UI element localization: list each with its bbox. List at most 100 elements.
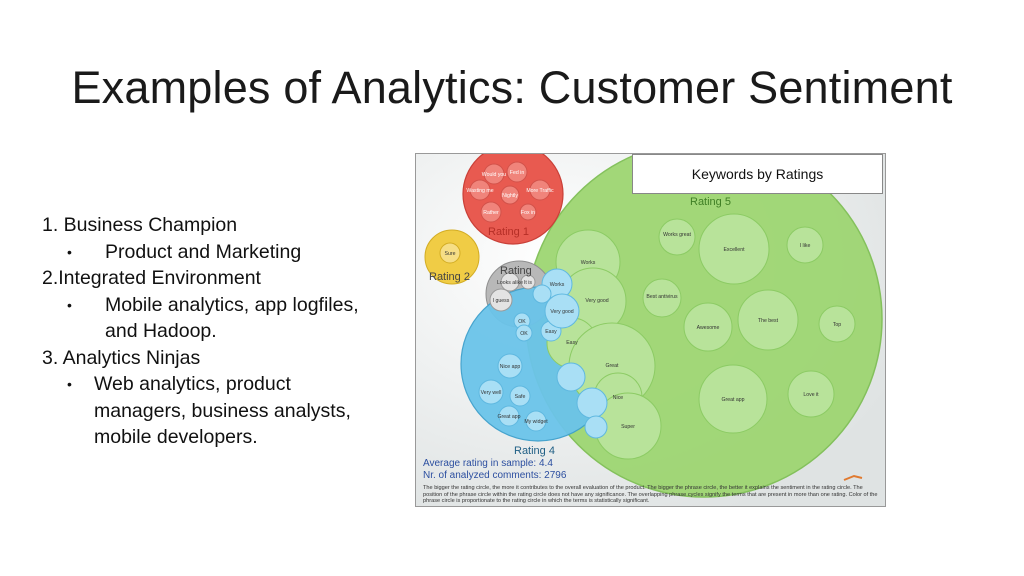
phrase-label: Very good	[550, 309, 573, 315]
phrase-label: Very well	[481, 390, 502, 396]
list-item-3: 3. Analytics Ninjas	[42, 346, 201, 369]
phrase-label: Best antivirus	[646, 294, 678, 300]
phrase-label: Top	[833, 322, 841, 328]
phrase-circle-i-guess	[489, 288, 513, 312]
phrase-label: Great	[606, 363, 620, 369]
phrase-label: Fox in	[521, 210, 535, 216]
slide-title: Examples of Analytics: Customer Sentimen…	[71, 62, 953, 113]
phrase-circle-great-app-4	[498, 405, 520, 427]
phrase-label: Wasting me	[466, 188, 493, 194]
phrase-label: Sure	[445, 251, 456, 257]
phrase-label: It is	[524, 280, 532, 286]
phrase-circle-would-you	[483, 163, 505, 185]
phrase-circle-best-antivirus	[642, 278, 682, 318]
bullet-list: 1. Business Champion • Product and Marke…	[42, 212, 359, 451]
list-subitem-1: • Product and Marketing	[42, 239, 359, 266]
phrase-circle-ok-2	[515, 324, 533, 342]
phrase-circle-excellent	[698, 213, 770, 285]
phrase-label: Easy	[545, 329, 557, 335]
phrase-circle-works-great	[658, 218, 696, 256]
sentiment-bubble-figure: Works great Excellent I like Works Very …	[415, 153, 886, 507]
list-subitem-3-cont-1: managers, business analysts,	[42, 398, 359, 425]
phrase-circle-sure	[439, 242, 461, 264]
list-subitem-3-text-b: managers, business analysts,	[94, 399, 351, 422]
list-item-1: 1. Business Champion	[42, 214, 238, 236]
comment-count-text: Nr. of analyzed comments: 2796	[423, 470, 567, 481]
logo-mark-icon	[843, 474, 863, 481]
list-subitem-3-text-c: mobile developers.	[94, 426, 258, 448]
list-subitem-2-cont: and Hadoop.	[42, 318, 359, 345]
phrase-label: Great app	[497, 414, 520, 420]
phrase-circle-my-widget	[525, 410, 547, 432]
phrase-circle-i-like	[786, 226, 824, 264]
phrase-circle-love-it	[787, 370, 835, 418]
figure-note: The bigger the rating circle, the more i…	[423, 485, 878, 505]
phrase-label: Nice app	[500, 364, 521, 370]
phrase-circle-more-traffic	[529, 179, 551, 201]
phrase-circle-looks-alike	[500, 272, 520, 292]
phrase-label: OK	[518, 319, 526, 325]
list-subitem-1-text: Product and Marketing	[105, 240, 302, 263]
phrase-label: More Traffic	[526, 188, 554, 194]
phrase-circle-nice-4	[576, 387, 608, 419]
phrase-label: My widget	[524, 419, 548, 425]
phrase-label: Excellent	[723, 247, 745, 253]
phrase-label: Works	[550, 282, 565, 288]
phrase-label: Nightly	[502, 193, 518, 199]
list-subitem-2: • Mobile analytics, app logfiles,	[42, 292, 359, 319]
rating-1-label: Rating 1	[488, 226, 529, 238]
legend-title-box: Keywords by Ratings	[632, 154, 883, 194]
phrase-circle-fed-in	[506, 161, 528, 183]
rating-4-label: Rating 4	[514, 445, 555, 457]
phrase-label: Love it	[803, 392, 819, 398]
phrase-label: Works great	[663, 232, 691, 238]
phrase-circle-nice-app	[497, 353, 523, 379]
phrase-circle-the-best	[737, 289, 799, 351]
phrase-circle-safe	[509, 385, 531, 407]
average-rating-text: Average rating in sample: 4.4	[423, 458, 553, 469]
phrase-circle-great-4	[556, 362, 586, 392]
phrase-circle-wasting	[469, 179, 491, 201]
rating-2-label: Rating 2	[429, 271, 470, 283]
phrase-circle-top	[818, 305, 856, 343]
list-item-2: 2.Integrated Environment	[42, 267, 261, 289]
list-subitem-3: • Web analytics, product	[42, 371, 359, 398]
list-subitem-2-text-b: and Hadoop.	[105, 320, 217, 342]
phrase-circle-fox-in	[519, 203, 537, 221]
bubble-diagram: Works great Excellent I like Works Very …	[416, 154, 885, 506]
phrase-label: Looks alike	[497, 280, 523, 286]
phrase-label: I like	[800, 243, 811, 249]
rating-labels: Rating 5 Rating 1 Rating 2 Rating Rating…	[429, 196, 731, 457]
phrase-circle-great-app-5	[698, 364, 768, 434]
phrase-label: The best	[758, 318, 779, 324]
phrase-circle-nightly	[500, 185, 520, 205]
bullet-marker: •	[67, 243, 72, 260]
phrase-circle-very-good-4	[544, 293, 580, 329]
phrase-label: Would you	[482, 172, 507, 178]
rating-4-phrases	[478, 268, 608, 439]
phrase-labels: Works great Excellent I like Works Very …	[445, 170, 842, 430]
bullet-marker: •	[67, 376, 72, 392]
bullet-marker: •	[67, 296, 72, 313]
phrase-label: Fed in	[510, 170, 525, 176]
phrase-circle-very-well	[478, 379, 504, 405]
phrase-label: Great app	[721, 397, 744, 403]
phrase-circle-x-4	[532, 284, 552, 304]
list-subitem-3-text-a: Web analytics, product	[94, 373, 291, 395]
phrase-label: Very good	[585, 298, 608, 304]
phrase-label: Safe	[515, 394, 526, 400]
phrase-circle-it-is	[520, 274, 536, 290]
rating-5-label: Rating 5	[690, 196, 731, 208]
phrase-label: Rather	[483, 210, 499, 216]
phrase-circle-super-4	[584, 415, 608, 439]
phrase-label: Super	[621, 424, 635, 430]
phrase-circle-rather	[480, 201, 502, 223]
rating-3-label: Rating	[500, 265, 532, 277]
phrase-label: OK	[520, 331, 528, 337]
phrase-label: Awesome	[697, 325, 720, 331]
list-subitem-2-text-a: Mobile analytics, app logfiles,	[105, 293, 359, 316]
list-subitem-3-cont-2: mobile developers.	[42, 424, 359, 451]
phrase-label: Works	[581, 260, 596, 266]
phrase-label: Easy	[566, 340, 578, 346]
rating-3-phrases	[489, 272, 536, 312]
